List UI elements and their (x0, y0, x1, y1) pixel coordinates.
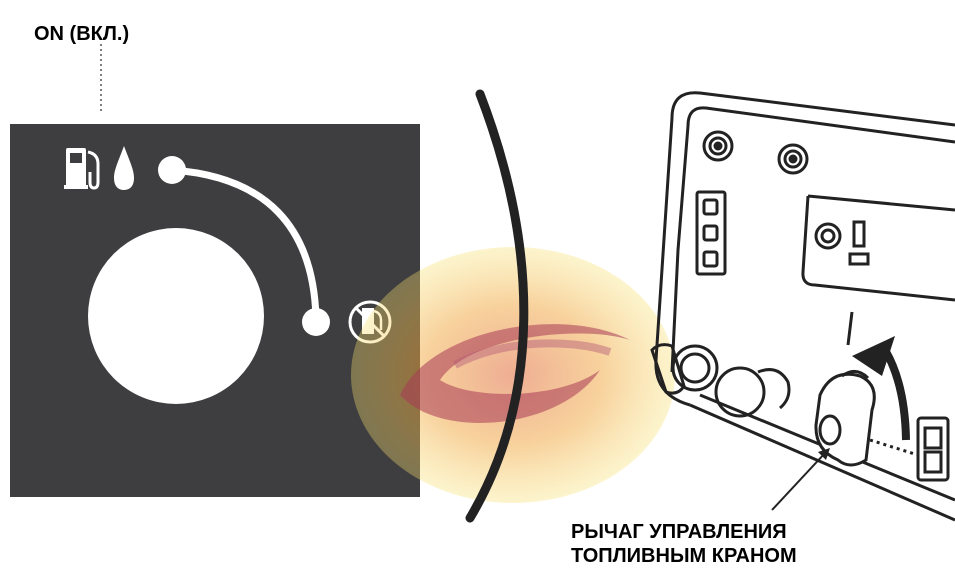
fuel-pump-drop-icon (64, 146, 134, 190)
lever-leader-line (771, 451, 827, 511)
lever-hub-circle (88, 228, 264, 404)
machine-panel (650, 91, 955, 522)
fuel-lever-label-line1: РЫЧАГ УПРАВЛЕНИЯ (571, 521, 787, 543)
separator-curve (465, 89, 529, 523)
watermark-logo (351, 247, 675, 503)
fuel-lever-label-line2: ТОПЛИВНЫМ КРАНОМ (571, 545, 797, 567)
on-position-dot (158, 156, 186, 184)
rotation-arrow-icon (852, 336, 910, 441)
lever-leader-arrowhead (818, 448, 830, 460)
fuel-lever-label: РЫЧАГ УПРАВЛЕНИЯ ТОПЛИВНЫМ КРАНОМ (571, 520, 797, 568)
lever-track-arc (168, 166, 320, 322)
on-label: ON (ВКЛ.) (34, 23, 130, 45)
off-position-dot (302, 308, 330, 336)
